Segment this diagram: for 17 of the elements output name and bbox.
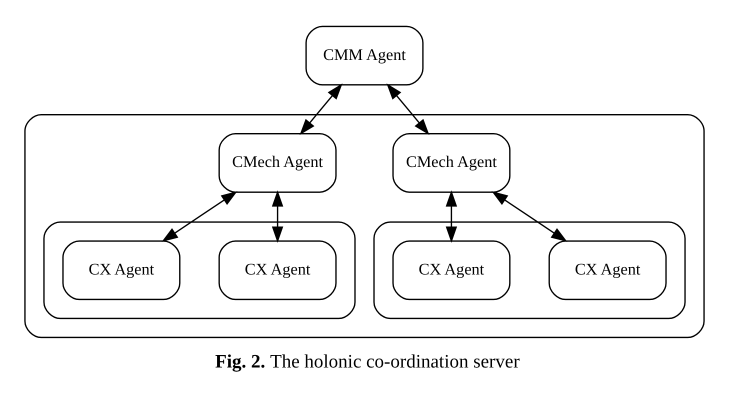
node-box: CMech Agent	[392, 133, 510, 193]
node-box: CX Agent	[392, 240, 510, 300]
node-box: CMech Agent	[218, 133, 337, 193]
arrow	[162, 191, 238, 242]
node-box: CMM Agent	[305, 26, 424, 86]
arrow	[492, 191, 568, 242]
cluster	[24, 114, 705, 338]
node-box: CX Agent	[62, 240, 180, 300]
caption: Fig. 2. The holonic co-ordination server	[215, 352, 520, 373]
arrow	[272, 190, 284, 243]
node-box: CX Agent	[218, 240, 337, 300]
arrow	[386, 83, 430, 136]
arrow	[446, 190, 458, 243]
cluster	[43, 221, 356, 320]
cluster	[373, 221, 686, 320]
arrow	[300, 83, 343, 136]
node-box: CX Agent	[548, 240, 667, 300]
